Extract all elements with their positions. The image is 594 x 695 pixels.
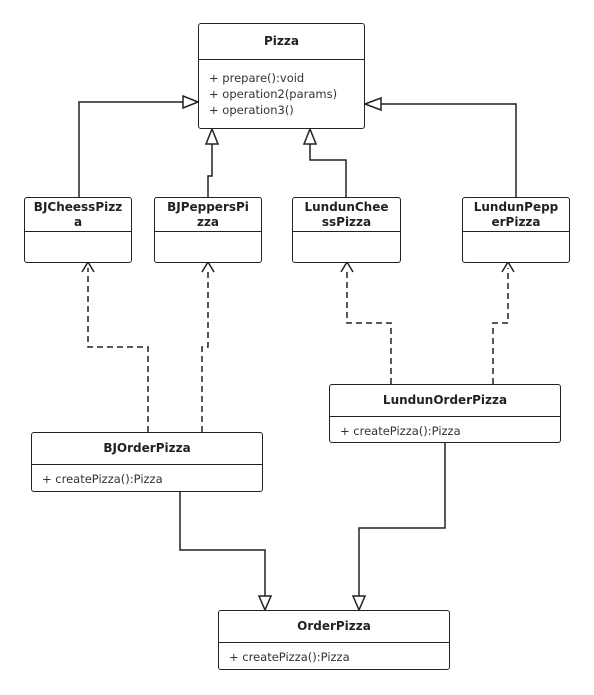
- edge-lundunorder-lunduncheess: [346, 268, 392, 384]
- arrowhead-dep-lundunpepper: [501, 260, 515, 273]
- member: + createPizza():Pizza: [42, 472, 163, 486]
- class-bjcheesspizza[interactable]: BJCheessPizz a: [24, 197, 132, 263]
- arrowhead-dep-bjpeppers: [201, 260, 215, 273]
- member: + createPizza():Pizza: [229, 650, 350, 664]
- arrowhead-bjcheess: [182, 94, 201, 110]
- class-name: Pizza: [264, 34, 299, 48]
- edge-bjpeppers-pizza: [207, 144, 213, 198]
- class-pizza[interactable]: Pizza + prepare():void + operation2(para…: [198, 23, 365, 129]
- class-name: BJCheessPizz a: [33, 199, 123, 229]
- arrowhead-lunduncheess: [302, 126, 318, 145]
- class-orderpizza[interactable]: OrderPizza + createPizza():Pizza: [218, 610, 450, 670]
- class-bjorderpizza[interactable]: BJOrderPizza + createPizza():Pizza: [31, 432, 263, 492]
- edge-bjorder-bjpeppers: [201, 268, 209, 432]
- edge-lundunorder-order: [358, 442, 446, 596]
- class-name: BJOrderPizza: [103, 441, 191, 455]
- edge-bjcheess-pizza: [78, 101, 183, 198]
- class-lunduncheesspizza[interactable]: LundunChee ssPizza: [292, 197, 401, 263]
- class-name: OrderPizza: [297, 619, 371, 633]
- edge-bjorder-order: [179, 492, 266, 596]
- edge-lunduncheess-pizza: [309, 144, 347, 198]
- class-name: BJPeppersPi zza: [167, 199, 249, 229]
- arrowhead-lundunpepper: [362, 96, 382, 112]
- arrowhead-lundunorder-order: [351, 595, 367, 612]
- class-lundunorderpizza[interactable]: LundunOrderPizza + createPizza():Pizza: [329, 384, 561, 443]
- member: + operation3(): [209, 103, 294, 117]
- edge-lundunpepper-pizza: [381, 103, 517, 198]
- edge-lundunorder-lundunpepper: [492, 268, 509, 384]
- member: + createPizza():Pizza: [340, 424, 461, 438]
- arrowhead-bjpeppers: [204, 126, 220, 145]
- class-name: LundunOrderPizza: [382, 393, 508, 407]
- class-bjpepperspizza[interactable]: BJPeppersPi zza: [154, 197, 262, 263]
- arrowhead-bjorder-order: [257, 595, 273, 612]
- edge-bjorder-bjcheess: [87, 268, 149, 432]
- arrowhead-dep-lunduncheess: [340, 260, 354, 273]
- class-lundunpepperpizza[interactable]: LundunPepp erPizza: [462, 197, 570, 263]
- class-name: LundunPepp erPizza: [473, 199, 559, 229]
- member: + operation2(params): [209, 87, 338, 101]
- member: + prepare():void: [209, 71, 305, 85]
- class-name: LundunChee ssPizza: [304, 199, 389, 229]
